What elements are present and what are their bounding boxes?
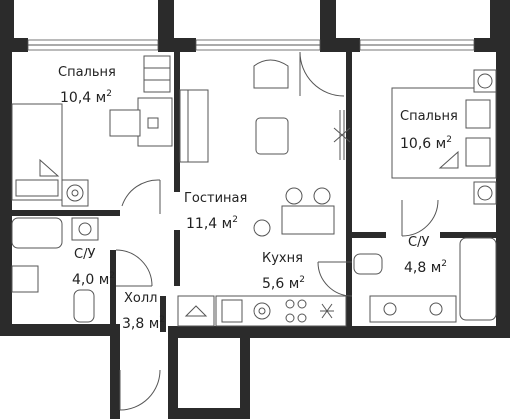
room-name-bath-left: С/У (74, 247, 95, 262)
room-area-hall: 3,8 м2 (122, 315, 165, 332)
windows (27, 39, 475, 51)
room-name-bedroom-left: Спальня (58, 65, 116, 80)
room-area-living: 11,4 м2 (186, 215, 238, 232)
room-area-bath-left: 4,0 м2 (72, 271, 115, 288)
room-area-kitchen: 5,6 м2 (262, 275, 305, 292)
room-name-living: Гостиная (184, 191, 247, 206)
fixtures (11, 55, 497, 327)
room-area-bedroom-left: 10,4 м2 (60, 89, 112, 106)
room-area-bath-right: 4,8 м2 (404, 259, 447, 276)
room-name-hall: Холл (124, 291, 157, 306)
room-name-bedroom-right: Спальня (400, 109, 458, 124)
room-name-kitchen: Кухня (262, 251, 303, 266)
room-labels: Спальня 10,4 м2 Гостиная 11,4 м2 Спальня… (58, 65, 458, 332)
doors (115, 51, 439, 411)
room-name-bath-right: С/У (408, 235, 429, 250)
room-area-bedroom-right: 10,6 м2 (400, 135, 452, 152)
